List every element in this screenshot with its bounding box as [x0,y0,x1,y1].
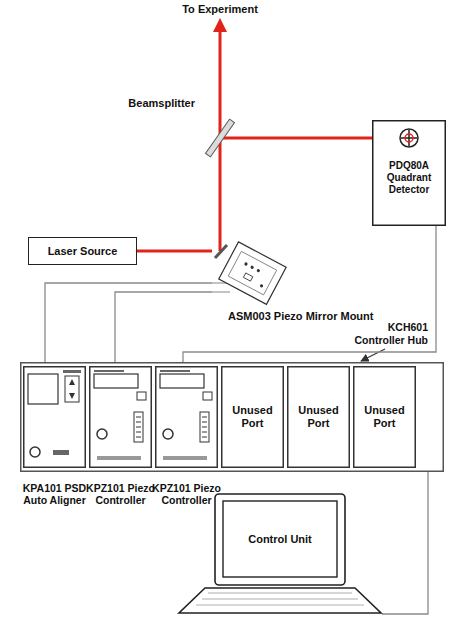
drawing-part [28,374,58,404]
controller-hub: KCH601 Controller HubKPA101 PSD Auto Ali… [20,362,444,472]
drawing-part [400,129,418,147]
text-holder: Unused Port [353,404,416,430]
drawing-part [405,134,413,142]
drawing-part [256,268,260,272]
signal-cable [45,283,212,366]
drawing-part [196,593,364,605]
drawing-part [228,251,276,295]
unused-port: Unused Port [353,366,416,468]
drawing-part [373,121,446,226]
drawing-part [215,245,227,258]
quadrant-detector: PDQ80A Quadrant Detector [372,120,446,226]
drawing-part [288,367,350,468]
drawing-part [354,367,416,468]
drawing-part [200,412,209,442]
drawing-part [179,588,381,613]
signal-cable [382,472,428,614]
piezo-mirror-mount: ASM003 Piezo Mirror Mount [212,240,282,306]
drawing-part [94,370,124,372]
drawing-part [163,429,173,439]
node-text: KPA101 PSD Auto Aligner [19,482,90,507]
drawing-part [203,392,212,400]
beamsplitter-glass [205,119,234,157]
drawing-part [250,265,254,269]
drawing-part [156,367,218,468]
node-text: Laser Source [33,245,132,258]
drawing-part [30,447,40,457]
node-text: Control Unit [248,533,312,546]
drawing-part [222,367,284,468]
laser-beam [220,137,372,140]
piezo-controller-module: KPZ101 Piezo Controller [155,366,218,468]
drawing-part [212,283,230,292]
drawing-part [215,494,345,585]
drawing-part [90,367,152,468]
drawing-part [401,130,417,146]
laser-source-box: Laser Source [28,237,137,265]
drawing-part [243,273,252,281]
text-holder: Unused Port [287,404,350,430]
unused-port: Unused Port [221,366,284,468]
text-holder: KCH601 Controller Hub [342,321,428,346]
signal-cable [115,292,212,366]
node-text: KPZ101 Piezo Controller [151,482,222,507]
text-holder: Control Unit [223,533,337,546]
drawing-part [24,367,86,468]
drawing-part [202,417,207,437]
drawing-part [223,501,337,577]
control-unit-laptop: Control Unit [178,493,382,615]
node-outline [212,240,282,306]
node-text: Unused Port [291,404,346,430]
unused-port: Unused Port [287,366,350,468]
node-text: Unused Port [357,404,412,430]
drawing-part [160,370,190,372]
drawing-part [63,370,81,373]
drawing-part [21,363,444,472]
drawing-part [97,456,141,460]
drawing-part [136,417,141,437]
node-text: Unused Port [225,404,280,430]
signal-cable [183,226,436,366]
drawing-part [244,262,248,266]
drawing-part [219,242,286,304]
text-holder: PDQ80A Quadrant Detector [372,160,446,195]
node-outline [89,366,152,468]
text-holder: KPZ101 Piezo Controller [151,482,222,507]
node-outline [155,366,218,468]
drawing-part [53,450,69,455]
laser-beam [137,250,212,253]
text-holder: ASM003 Piezo Mirror Mount [228,310,373,323]
beamsplitter-plate [205,119,234,157]
node-text: KPZ101 Piezo Controller [85,482,156,507]
drawing-part [69,379,75,399]
text-holder: KPA101 PSD Auto Aligner [19,482,90,507]
part-name: Beamsplitter [95,97,195,110]
drawing-part [163,456,207,460]
drawing-part [219,242,286,304]
auto-aligner-module: KPA101 PSD Auto Aligner [23,366,86,468]
diagram-title: To Experiment [150,3,290,16]
leader-arrow [361,349,385,361]
node-text: PDQ80A Quadrant Detector [375,160,443,195]
node-text: KCH601 Controller Hub [342,321,428,346]
drawing-part [259,284,263,288]
drawing-part [160,374,204,388]
drawing-part [65,376,79,402]
drawing-part [134,412,143,442]
drawing-part [94,374,138,388]
text-holder: Unused Port [221,404,284,430]
beam-arrowhead [213,18,227,32]
drawing-part [97,429,107,439]
piezo-controller-module: KPZ101 Piezo Controller [89,366,152,468]
node-text: ASM003 Piezo Mirror Mount [228,310,373,323]
text-holder: Laser Source [29,245,136,258]
node-outline [178,493,382,615]
text-holder: KPZ101 Piezo Controller [85,482,156,507]
node-outline [23,366,86,468]
drawing-part [137,392,146,400]
